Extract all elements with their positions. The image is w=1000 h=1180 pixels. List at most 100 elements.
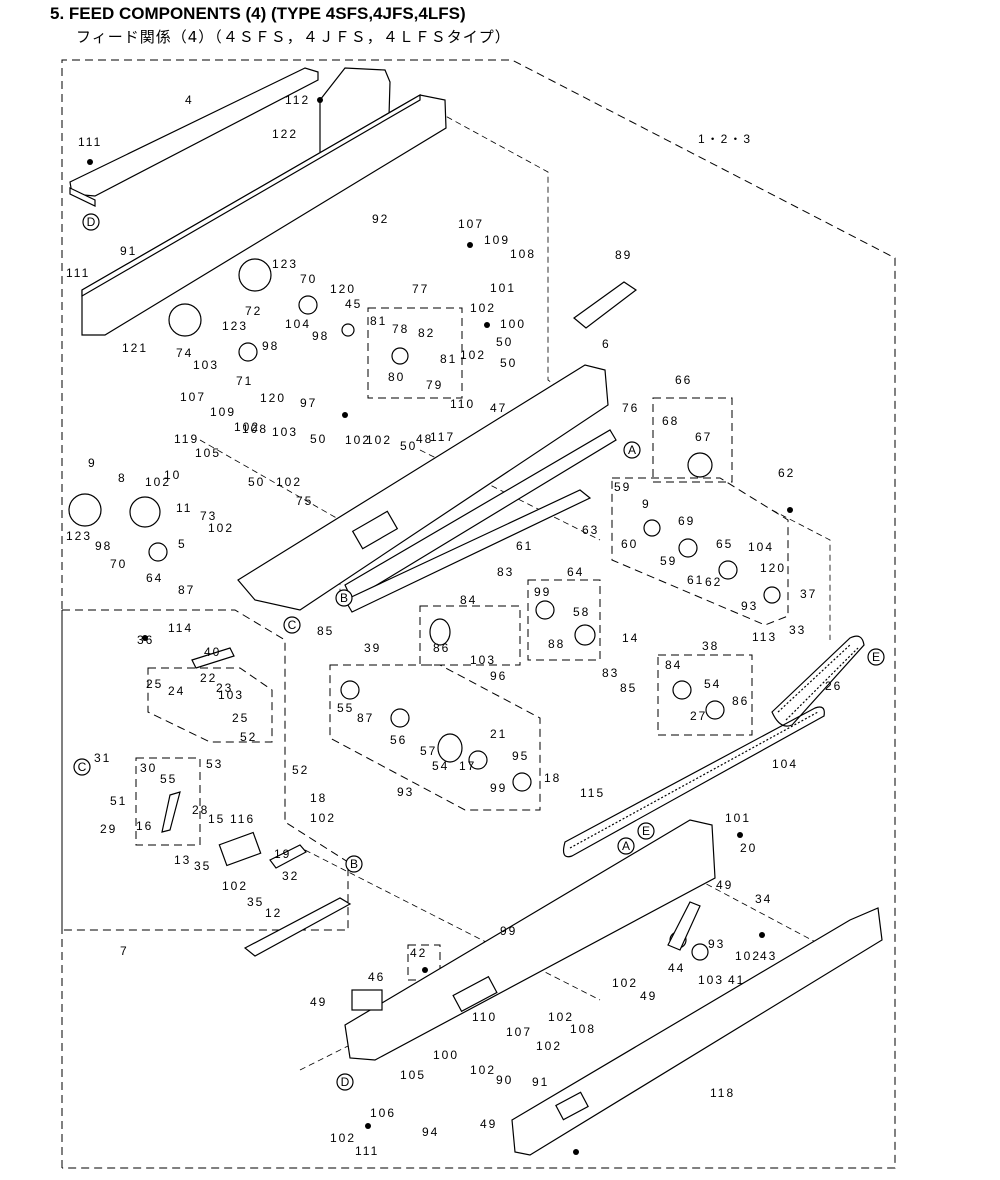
part-number-label: 19 <box>274 847 291 861</box>
reference-marker: C <box>73 758 91 776</box>
part-number-label: 110 <box>450 397 475 411</box>
reference-circle <box>283 616 301 634</box>
reference-letter: C <box>78 760 87 774</box>
part-feed-rails <box>237 364 617 613</box>
part-number-label: 29 <box>100 822 117 836</box>
part-number-label: 102 <box>548 1010 574 1024</box>
screw <box>317 97 323 103</box>
page-subtitle: フィード関係（4）（４ＳＦＳ，４ＪＦＳ，４ＬＦＳタイプ） <box>76 28 511 46</box>
part-number-label: 39 <box>364 641 381 655</box>
part-number-label: 108 <box>242 422 268 436</box>
rail-5-lower <box>344 489 592 613</box>
part-number-label: 55 <box>337 701 354 715</box>
part-number-label: 104 <box>772 757 798 771</box>
part-number-label: 45 <box>345 297 362 311</box>
part-number-label: 37 <box>800 587 817 601</box>
part-number-label: 16 <box>136 819 153 833</box>
part-number-label: 112 <box>285 93 310 107</box>
part-number-label: 17 <box>459 759 476 773</box>
part-number-label: 20 <box>740 841 757 855</box>
part-number-label: 6 <box>602 337 611 351</box>
part-number-label: 102 <box>345 433 371 447</box>
part-number-label: 102 <box>366 433 392 447</box>
part-number-label: 76 <box>622 401 639 415</box>
part-number-label: 15 <box>208 812 225 826</box>
gear-52b <box>468 750 488 770</box>
sprocket-8 <box>129 496 161 528</box>
part-number-label: 63 <box>582 523 599 537</box>
part-number-label: 93 <box>708 937 725 951</box>
group-12-boundary <box>61 609 349 931</box>
part-number-label: 103 <box>470 653 496 667</box>
part-number-label: 100 <box>500 317 526 331</box>
part-number-label: 99 <box>534 585 551 599</box>
part-number-label: 111 <box>355 1144 379 1158</box>
part-number-label: 53 <box>206 757 223 771</box>
part-number-label: 98 <box>312 329 329 343</box>
part-number-label: 59 <box>660 554 677 568</box>
belt-96 <box>771 635 865 727</box>
part-number-label: 72 <box>245 304 262 318</box>
part-number-label: 75 <box>296 494 313 508</box>
plate-12 <box>243 897 352 957</box>
part-number-label: 79 <box>426 378 443 392</box>
part-number-label: 71 <box>236 374 253 388</box>
reference-circle <box>637 822 655 840</box>
part-number-label: 102 <box>222 879 248 893</box>
part-number-label: 34 <box>755 892 772 906</box>
part-number-label: 44 <box>668 961 685 975</box>
reference-circle <box>73 758 91 776</box>
part-number-label: 102 <box>330 1131 356 1145</box>
part-number-label: 93 <box>741 599 758 613</box>
part-number-label: 23 <box>216 681 233 695</box>
part-number-label: 61 <box>516 539 533 553</box>
part-number-label: 114 <box>168 621 193 635</box>
part-number-label: 13 <box>174 853 191 867</box>
reference-marker: A <box>623 441 641 459</box>
part-number-label: 48 <box>416 432 433 446</box>
part-number-label: 46 <box>368 970 385 984</box>
leader-line <box>771 509 831 640</box>
group-21-boundary <box>147 667 273 743</box>
part-number-label: 1・2・3 <box>698 132 752 146</box>
part-89 <box>573 281 638 329</box>
part-number-label: 123 <box>66 529 92 543</box>
reference-marker: A <box>617 837 635 855</box>
gear-54b <box>512 772 532 792</box>
part-number-label: 111 <box>66 266 90 280</box>
leader-line <box>679 869 841 956</box>
part-number-label: 102 <box>735 949 761 963</box>
part-number-label: 12 <box>265 906 282 920</box>
part-number-label: 95 <box>512 749 529 763</box>
reference-circle <box>335 589 353 607</box>
screw <box>759 932 765 938</box>
reference-marker: D <box>336 1073 354 1091</box>
part-number-label: 103 <box>272 425 298 439</box>
gear-60 <box>678 538 698 558</box>
part-number-label: 78 <box>392 322 409 336</box>
reference-marker: D <box>82 213 100 231</box>
part-number-label: 31 <box>94 751 111 765</box>
group-51-boundary <box>329 664 541 811</box>
part-number-label: 54 <box>432 759 449 773</box>
part-number-label: 120 <box>260 391 286 405</box>
sensor-42 <box>351 989 383 1011</box>
part-number-label: 86 <box>433 641 450 655</box>
rail-7-slot <box>452 975 498 1013</box>
part-number-label: 60 <box>621 537 638 551</box>
part-number-label: 102 <box>460 348 486 362</box>
page-title: 5. FEED COMPONENTS (4) (TYPE 4SFS,4JFS,4… <box>50 4 466 23</box>
part-number-label: 87 <box>178 583 195 597</box>
gear-54 <box>340 680 360 700</box>
part-number-label: 82 <box>418 326 435 340</box>
part-number-label: 4 <box>185 93 194 107</box>
part-number-label: 80 <box>388 370 405 384</box>
part-number-label: 35 <box>194 859 211 873</box>
gear-59 <box>643 519 661 537</box>
screw <box>467 242 473 248</box>
part-number-label: 26 <box>825 679 842 693</box>
gear-71 <box>238 342 258 362</box>
group-66-boundary <box>652 397 733 483</box>
part-number-label: 107 <box>180 390 206 404</box>
